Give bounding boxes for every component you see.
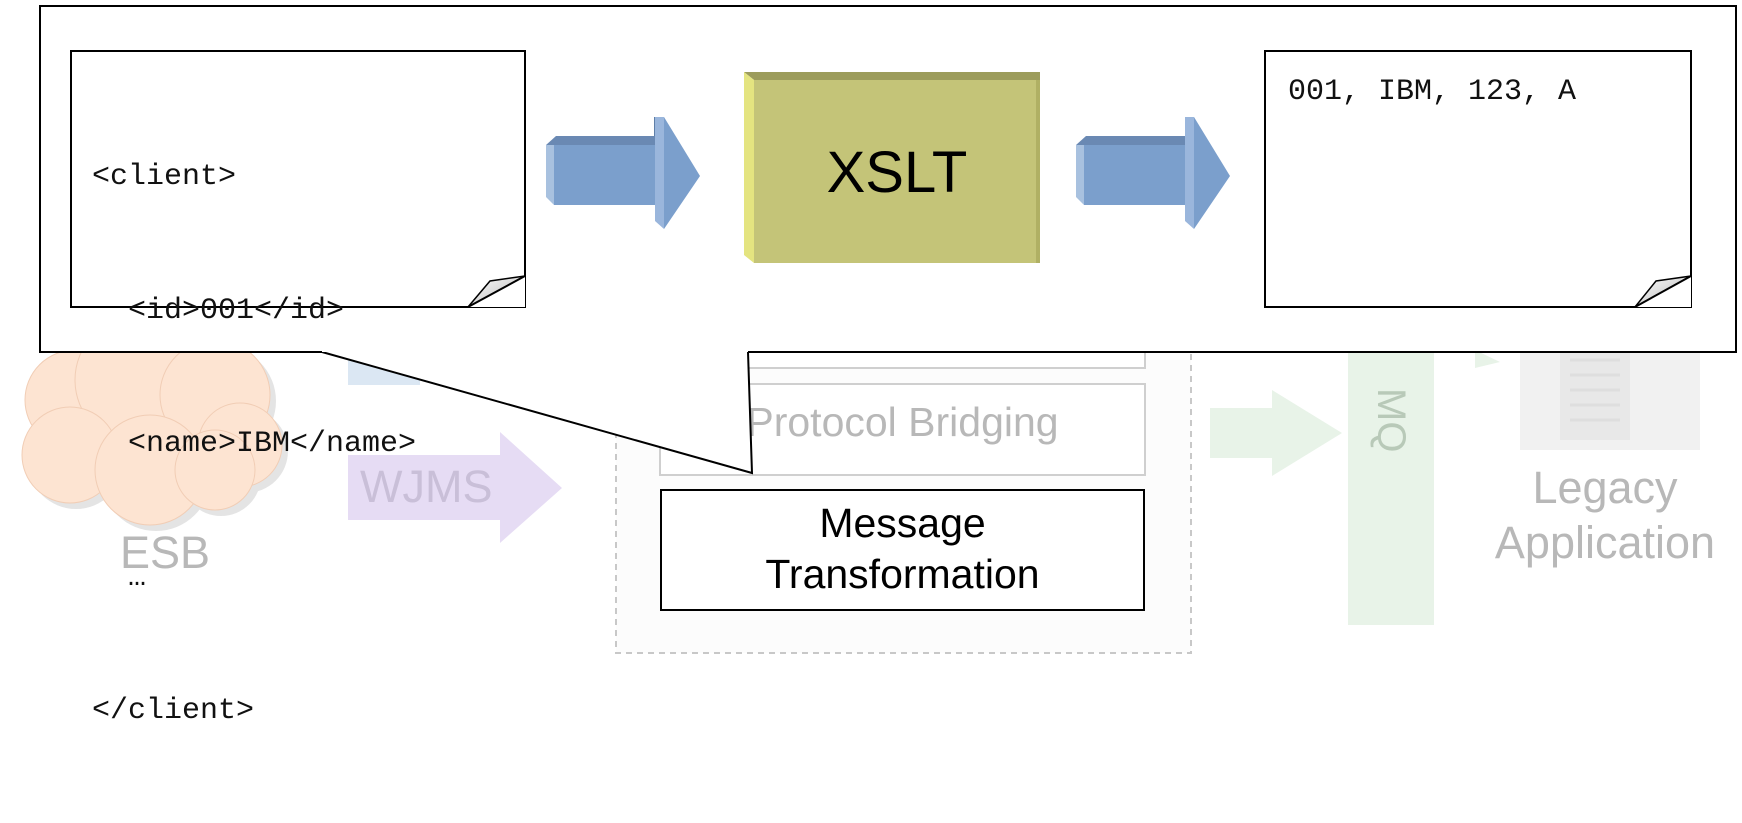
message-transformation-line-2: Transformation [765,551,1040,597]
arrow-right-icon [546,117,700,229]
xml-line: … [92,560,147,595]
message-transformation-box: Message Transformation [660,489,1145,611]
xml-line: <id>001</id> [92,293,345,328]
xslt-block [744,72,1040,263]
legacy-line-2: Application [1494,517,1716,568]
csv-output-document: 001, IBM, 123, A [1264,50,1692,308]
csv-output-text: 001, IBM, 123, A [1288,75,1577,109]
mq-bar [1348,335,1434,625]
faded-green-arrow-icon [1210,390,1342,476]
callout-graphics [467,72,1692,308]
legacy-server-icon [1520,345,1700,450]
esb-label: ESB [119,527,211,578]
message-transformation-line-1: Message [819,500,986,546]
xml-line: <client> [92,160,237,194]
wjms-arrow-icon [348,432,562,543]
xml-input-document: <client> <id>001</id> <name>IBM</name> …… [70,50,526,728]
xml-line: <name>IBM</name> [92,427,417,461]
page-fold-icon [467,275,526,308]
wjms-label: WJMS [360,461,493,512]
legacy-line-1: Legacy [1532,462,1678,513]
xslt-label: XSLT [826,140,968,205]
legacy-application-label: Legacy Application [1470,460,1740,570]
xml-line: </client> [92,694,255,728]
page-fold-icon [1634,275,1692,308]
protocol-bridging-label: Protocol Bridging [746,399,1059,445]
esb-cloud-icon [21,314,288,531]
arrow-right-icon [1076,117,1230,229]
